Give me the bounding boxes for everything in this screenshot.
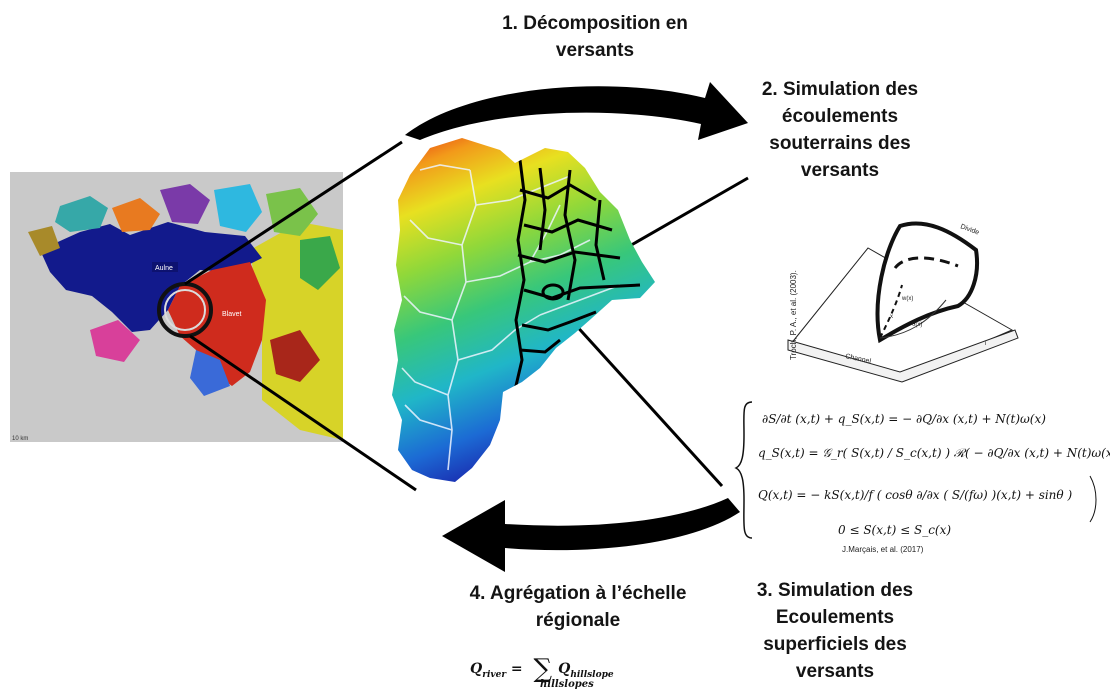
- step-3-line-1: 3. Simulation des: [756, 580, 914, 601]
- cycle-arrow-top: [405, 82, 748, 140]
- regional-map-basin-lblue: [190, 350, 230, 396]
- equation-3: Q(x,t) = − kS(x,t)/f ( cosθ ∂/∂x ( S/(fω…: [758, 488, 1073, 502]
- equation-right-paren: [1089, 475, 1097, 523]
- hillslope-inner-dashed: [893, 256, 959, 270]
- regional-map-basin-green2: [300, 236, 340, 290]
- step-1-line-2: versants: [555, 40, 635, 61]
- connector-line-right-lower: [551, 298, 724, 488]
- step-4-line-1: 4. Agrégation à l’échelle: [469, 583, 687, 604]
- equations-citation: J.Marçais, et al. (2017): [842, 545, 924, 554]
- regional-map-label-aulne: Aulne: [155, 265, 173, 272]
- step-2-line-2: écoulements: [781, 106, 899, 127]
- equation-4: 0 ≤ S(x,t) ≤ S_c(x): [838, 523, 952, 537]
- catchment-map: [392, 138, 655, 482]
- step-3-line-3: superficiels des: [763, 634, 907, 655]
- hillslope-label-wx: w(x): [901, 296, 913, 302]
- formula-rhs-sub: hillslope: [570, 669, 614, 680]
- cycle-arrow-bottom: [442, 498, 740, 572]
- step-2-label: 2. Simulation des écoulements souterrain…: [740, 76, 940, 184]
- regional-map-basin-orange: [112, 198, 160, 232]
- formula-lhs-sub: river: [482, 669, 507, 680]
- step-1-line-1: 1. Décomposition en: [502, 13, 688, 34]
- step-2-line-1: 2. Simulation des: [761, 79, 919, 100]
- hillslope-label-divide: Divide: [959, 223, 980, 236]
- step-2-line-4: versants: [800, 160, 880, 181]
- regional-map-label-blavet: Blavet: [222, 311, 242, 318]
- step-4-label: 4. Agrégation à l’échelle régionale: [438, 580, 718, 634]
- connector-line-lower: [189, 334, 417, 492]
- regional-map-basin-purple: [160, 184, 210, 224]
- regional-map-basin-pink: [90, 320, 140, 362]
- formula-sum: ∑: [533, 654, 553, 684]
- connector-line-upper: [184, 140, 403, 286]
- catchment-focus-hillslope: [541, 283, 565, 301]
- formula-lhs: Q: [470, 661, 483, 677]
- hillslope-width-arc: [879, 299, 947, 339]
- regional-map-basin-teal: [55, 196, 108, 232]
- catchment-hillslope-boundaries: [513, 159, 641, 391]
- hillslope-diagram: Divide Channel w(x) x θ(x) i Troch, P. A…: [787, 221, 1019, 383]
- step-3-line-2: Ecoulements: [775, 607, 895, 628]
- step-4-line-2: régionale: [535, 610, 621, 631]
- regional-map-basin-cyan: [214, 184, 262, 232]
- regional-map-basin-red2: [270, 330, 320, 382]
- regional-map-label-aulne-bg: [152, 262, 178, 272]
- aggregation-formula: Qriver = ∑ Qhillslope: [470, 650, 614, 684]
- hillslope-width-dash: [879, 284, 903, 339]
- step-1-label: 1. Décomposition en versants: [480, 10, 710, 64]
- regional-map-aulne-basin: [40, 222, 262, 332]
- regional-map-blavet-basin: [168, 262, 266, 386]
- clockwise-arrow-top-icon: [405, 82, 748, 140]
- formula-eq: =: [506, 661, 528, 677]
- equation-1: ∂S/∂t (x,t) + q_S(x,t) = − ∂Q/∂x (x,t) +…: [762, 412, 1046, 426]
- regional-map-focus-ring-inner: [164, 289, 206, 331]
- step-2-line-3: souterrains des: [769, 133, 911, 154]
- equation-brace: [734, 401, 753, 539]
- formula-sum-sub: hillslopes: [540, 679, 594, 690]
- hillslope-channel-strip: [787, 329, 1019, 383]
- regional-map-basin-olive: [28, 226, 60, 256]
- hillslope-label-i: i: [985, 341, 986, 347]
- hillslope-label-theta: θ(x): [912, 322, 922, 328]
- regional-map-scale: 10 km: [12, 436, 28, 442]
- hillslope-label-x: x: [890, 314, 893, 320]
- formula-rhs: Q: [558, 661, 571, 677]
- step-3-label: 3. Simulation des Ecoulements superficie…: [735, 577, 935, 685]
- equation-2: q_S(x,t) = 𝒢_r( S(x,t) / S_c(x,t) ) ℛ( −…: [758, 446, 1110, 460]
- hillslope-citation: Troch, P. A., et al. (2003).: [789, 270, 798, 360]
- clockwise-arrow-bottom-icon: [442, 498, 740, 572]
- step-3-line-4: versants: [795, 661, 875, 682]
